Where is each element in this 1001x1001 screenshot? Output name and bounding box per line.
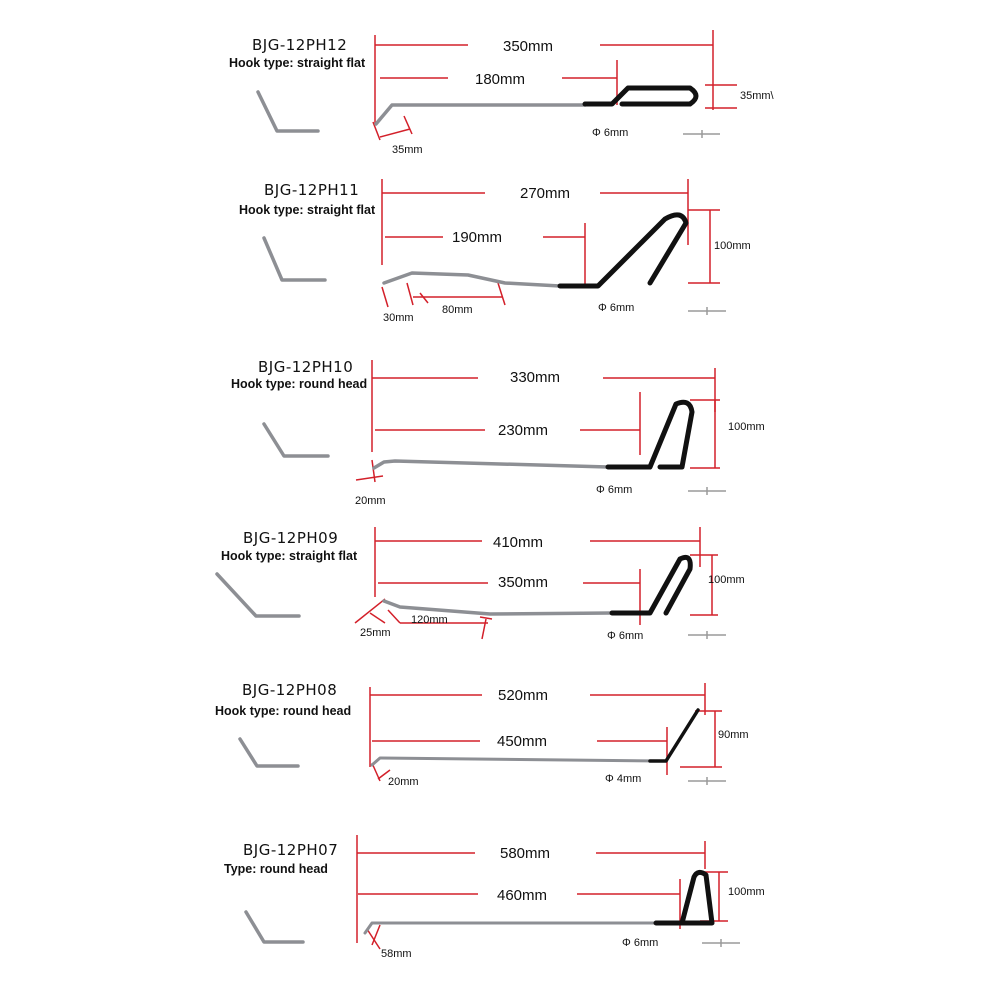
bent-rod-icon <box>238 737 300 768</box>
hook-height-label: 100mm <box>708 574 745 586</box>
hook-height-label: 100mm <box>728 886 765 898</box>
hook-height-label: 35mm\ <box>740 90 775 102</box>
tool-section-ph08: BJG-12PH08 Hook type: round head 520mm 4… <box>0 675 1001 825</box>
bent-rod-icon <box>262 236 327 282</box>
model-label: BJG-12PH11 <box>264 181 360 199</box>
tool-section-ph07: BJG-12PH07 Type: round head 580mm 460mm … <box>0 825 1001 1001</box>
model-label: BJG-12PH07 <box>243 841 339 859</box>
tool-drawing: 410mm 350mm 100mm Φ 6mm 25mm 120mm <box>215 527 745 642</box>
total-length-label: 350mm <box>503 38 553 55</box>
scale-bar-icon <box>688 487 726 495</box>
scale-bar-icon <box>702 939 740 947</box>
bent-rod-icon <box>262 422 330 458</box>
hook-type-label: Hook type: round head <box>231 377 368 391</box>
diameter-label: Φ 6mm <box>598 302 634 314</box>
bend-length-label: 20mm <box>355 495 386 507</box>
tool-section-ph10: BJG-12PH10 Hook type: round head 330mm 2… <box>0 340 1001 515</box>
bend-offset-label: 80mm <box>442 304 473 316</box>
rod <box>363 869 715 935</box>
total-length-label: 520mm <box>498 687 548 704</box>
diameter-label: Φ 6mm <box>607 630 643 642</box>
bent-rod-icon <box>215 572 301 618</box>
total-length-label: 410mm <box>493 534 543 551</box>
diameter-label: Φ 6mm <box>596 484 632 496</box>
dimension-lines <box>369 683 722 782</box>
bent-rod-icon <box>256 90 320 133</box>
rod <box>370 708 700 767</box>
tool-section-ph09: BJG-12PH09 Hook type: straight flat <box>0 515 1001 675</box>
tool-section-ph11: BJG-12PH11 Hook type: straight flat <box>0 165 1001 340</box>
tool-drawing: 580mm 460mm 100mm Φ 6mm 58mm <box>244 835 765 960</box>
dimension-lines <box>355 360 720 483</box>
shaft-length-label: 350mm <box>498 574 548 591</box>
model-label: BJG-12PH12 <box>252 36 348 54</box>
bend-length-label: 35mm <box>392 144 423 156</box>
bend-length-label: 58mm <box>381 948 412 960</box>
rod <box>382 554 693 616</box>
hook-type-label: Type: round head <box>224 862 328 876</box>
hook-height-label: 100mm <box>728 421 765 433</box>
dimension-lines <box>381 179 720 308</box>
dimension-lines <box>354 527 718 640</box>
hook-type-label: Hook type: straight flat <box>221 549 358 563</box>
scale-bar-icon <box>688 307 726 315</box>
hook-height-label: 90mm <box>718 729 749 741</box>
scale-bar-icon <box>688 631 726 639</box>
total-length-label: 580mm <box>500 845 550 862</box>
model-label: BJG-12PH10 <box>258 358 354 376</box>
dimension-lines <box>372 30 737 141</box>
hook-height-label: 100mm <box>714 240 751 252</box>
shaft-length-label: 190mm <box>452 229 502 246</box>
shaft-length-label: 460mm <box>497 887 547 904</box>
tool-drawing: 330mm 230mm 100mm Φ 6mm 20mm <box>262 360 765 507</box>
bend-length-label: 30mm <box>383 312 414 324</box>
rod <box>382 212 689 289</box>
bent-rod-icon <box>244 910 305 944</box>
total-length-label: 270mm <box>520 185 570 202</box>
hook-type-label: Hook type: straight flat <box>229 56 366 70</box>
tool-drawing: 350mm 180mm 35mm\ Φ 6mm 35mm <box>256 30 775 156</box>
tool-section-ph12: BJG-12PH12 Hook type: straight flat 350m… <box>0 0 1001 165</box>
shaft-length-label: 230mm <box>498 422 548 439</box>
bend-length-label: 20mm <box>388 776 419 788</box>
bend-length-label: 25mm <box>360 627 391 639</box>
diameter-label: Φ 6mm <box>592 127 628 139</box>
scale-bar-icon <box>688 777 726 785</box>
shaft-length-label: 450mm <box>497 733 547 750</box>
bend-offset-label: 120mm <box>411 614 448 626</box>
hook-type-label: Hook type: straight flat <box>239 203 376 217</box>
rod <box>372 399 695 470</box>
model-label: BJG-12PH08 <box>242 681 338 699</box>
hook-type-label: Hook type: round head <box>215 704 352 718</box>
scale-bar-icon <box>683 130 720 138</box>
tool-drawing: 270mm 190mm 100mm Φ 6mm 30mm 80mm <box>262 179 751 324</box>
rod <box>374 85 699 126</box>
total-length-label: 330mm <box>510 369 560 386</box>
model-label: BJG-12PH09 <box>243 529 339 547</box>
diameter-label: Φ 6mm <box>622 937 658 949</box>
tool-drawing: 520mm 450mm 90mm Φ 4mm 20mm <box>238 683 749 788</box>
diameter-label: Φ 4mm <box>605 773 641 785</box>
shaft-length-label: 180mm <box>475 71 525 88</box>
